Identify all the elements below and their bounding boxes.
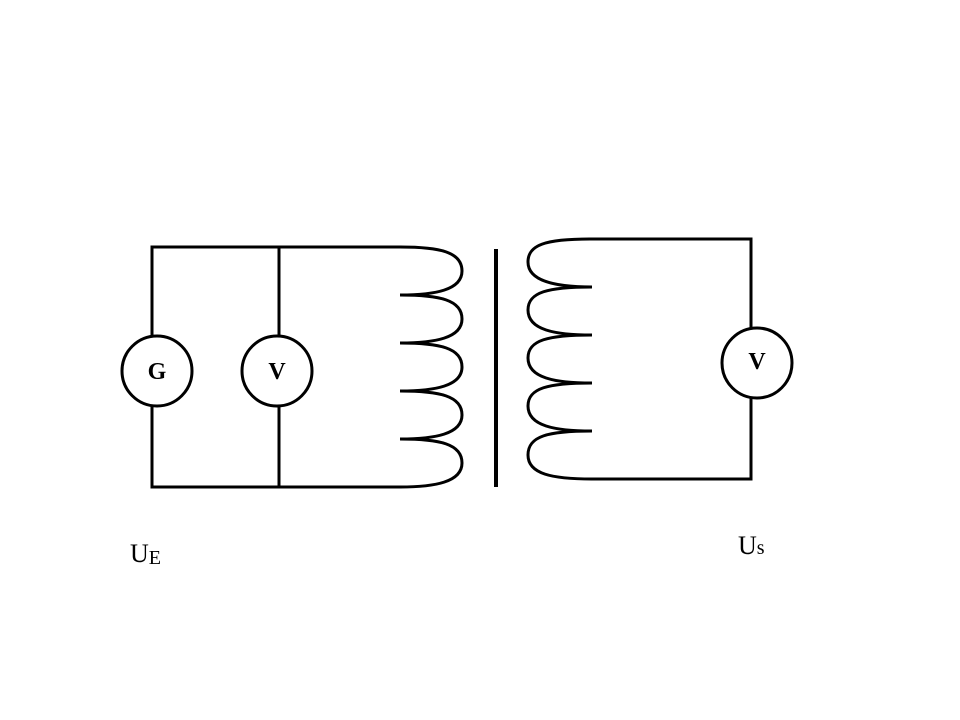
generator-symbol: G: [120, 334, 194, 408]
primary-voltage-label: UE: [130, 539, 161, 569]
primary-voltmeter-label: V: [268, 359, 286, 385]
secondary-voltage-subscript: s: [757, 537, 765, 559]
primary-voltmeter-symbol: V: [240, 334, 314, 408]
primary-circuit: G V: [120, 245, 464, 489]
secondary-voltage-label: Us: [738, 531, 765, 560]
secondary-bottom-wire: [590, 396, 753, 481]
primary-voltage-symbol: U: [130, 539, 149, 568]
secondary-top-wire: [588, 237, 753, 328]
secondary-voltage-symbol: U: [738, 531, 757, 560]
secondary-voltmeter-label: V: [748, 349, 766, 375]
secondary-voltmeter-symbol: V: [720, 326, 794, 400]
primary-voltage-subscript: E: [149, 547, 161, 569]
generator-label: G: [148, 359, 167, 385]
primary-coil: [399, 245, 464, 489]
secondary-circuit: V: [526, 237, 794, 481]
secondary-coil: [526, 237, 593, 481]
